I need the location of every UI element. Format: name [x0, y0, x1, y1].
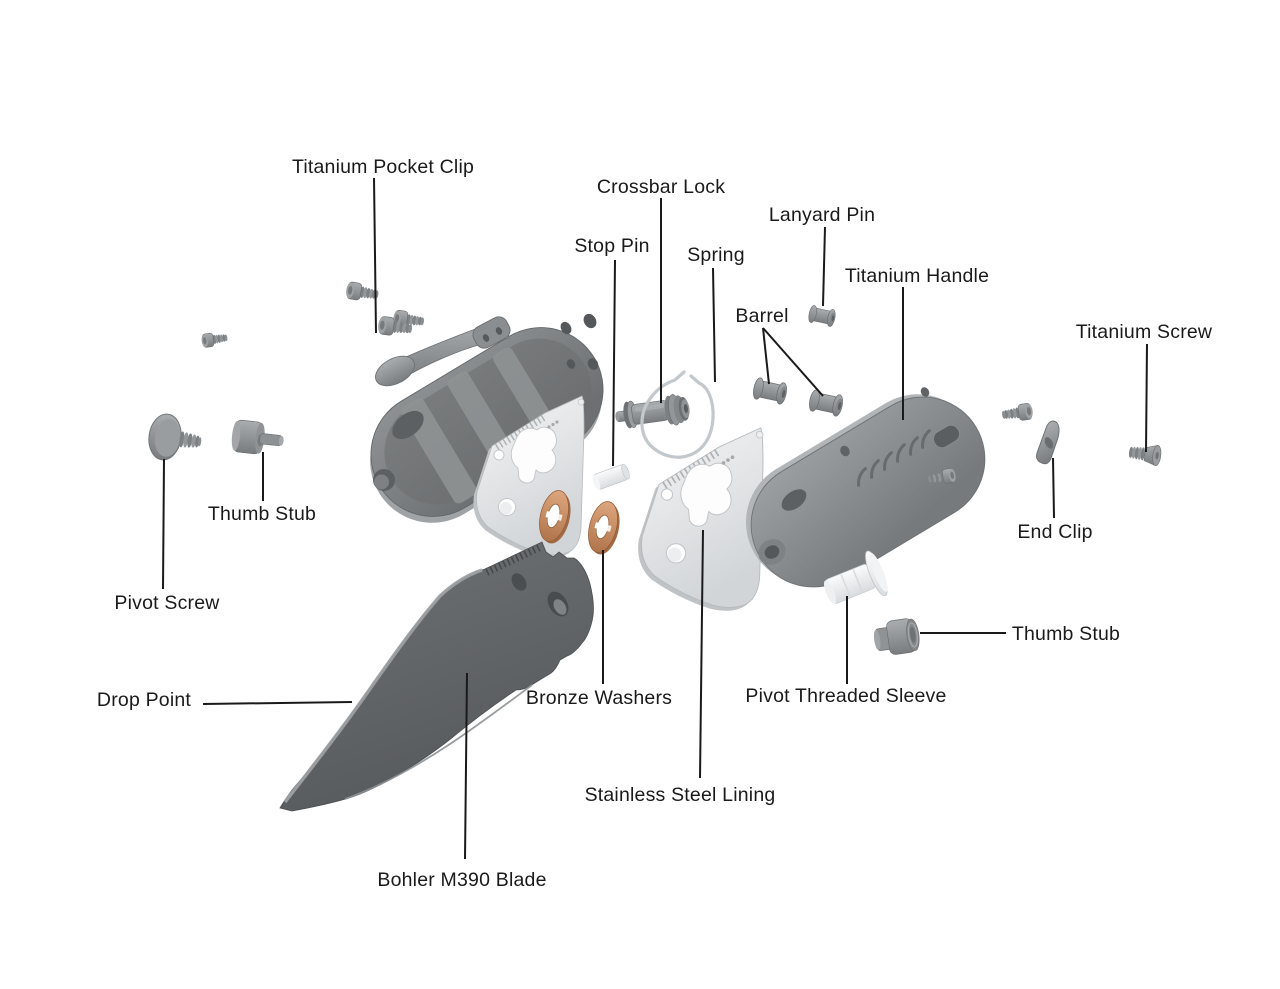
leader-titanium-pocket-clip [373, 177, 377, 334]
leader-end-clip [1052, 457, 1055, 519]
handle-pivot-hole [764, 545, 780, 559]
leader-barrel-1 [762, 327, 770, 385]
pivot-threaded-sleeve [823, 550, 888, 604]
label-pivot-screw: Pivot Screw [114, 592, 220, 614]
label-drop-point: Drop Point [97, 689, 192, 711]
leader-titanium-screw [1145, 343, 1148, 453]
label-lanyard-pin: Lanyard Pin [769, 204, 875, 226]
scale-oblong-cutout [392, 410, 424, 440]
leader-stainless-steel-lining [699, 529, 704, 779]
barrel-standoffs [751, 376, 846, 418]
label-crossbar-lock: Crossbar Lock [597, 176, 725, 198]
stainless-liner-back [637, 427, 764, 612]
crossbar-lock [615, 394, 690, 429]
handle-oblong-hole [781, 489, 807, 511]
label-bronze-washers: Bronze Washers [526, 687, 672, 709]
leader-stop-pin [612, 259, 616, 467]
end-clip [1036, 420, 1060, 465]
label-barrel: Barrel [735, 305, 788, 327]
stop-pin [592, 463, 630, 490]
thumb-stub-left [231, 419, 284, 455]
leader-barrel-2 [762, 327, 824, 397]
leader-drop-point [202, 701, 353, 705]
blade-stop-hole [511, 573, 527, 591]
label-end-clip: End Clip [1017, 521, 1092, 543]
titanium-handle-scale [745, 387, 986, 588]
leader-spring [712, 267, 716, 383]
bohler-m390-blade [279, 541, 594, 812]
label-spring: Spring [687, 244, 745, 266]
pivot-screw [148, 413, 202, 461]
leader-bohler-blade [464, 672, 468, 860]
handle-grooves [857, 429, 931, 487]
titanium-flat-screw [1127, 441, 1163, 467]
left-handle-scale [370, 313, 604, 523]
label-stainless-steel-lining: Stainless Steel Lining [585, 784, 776, 806]
spare-screw [200, 330, 229, 349]
leader-lines [162, 177, 1148, 860]
label-bohler-m390-blade: Bohler M390 Blade [377, 869, 546, 891]
crossbar-spring [640, 370, 715, 459]
label-titanium-screw: Titanium Screw [1076, 321, 1213, 343]
lanyard-slot [933, 424, 960, 449]
leader-lanyard-pin [822, 226, 826, 307]
end-clip-screw [1000, 402, 1035, 424]
thumb-stub-right [873, 618, 920, 655]
label-pivot-threaded-sleeve: Pivot Threaded Sleeve [745, 685, 946, 707]
label-titanium-pocket-clip: Titanium Pocket Clip [292, 156, 474, 178]
lanyard-pin [806, 304, 838, 328]
label-thumb-stub-left: Thumb Stub [208, 503, 316, 525]
pocket-clip-screws [200, 280, 426, 349]
label-thumb-stub-right: Thumb Stub [1012, 623, 1120, 645]
label-titanium-handle: Titanium Handle [845, 265, 989, 287]
titanium-pocket-clip [375, 316, 511, 387]
label-stop-pin: Stop Pin [574, 235, 649, 257]
leader-pivot-screw [162, 458, 165, 590]
